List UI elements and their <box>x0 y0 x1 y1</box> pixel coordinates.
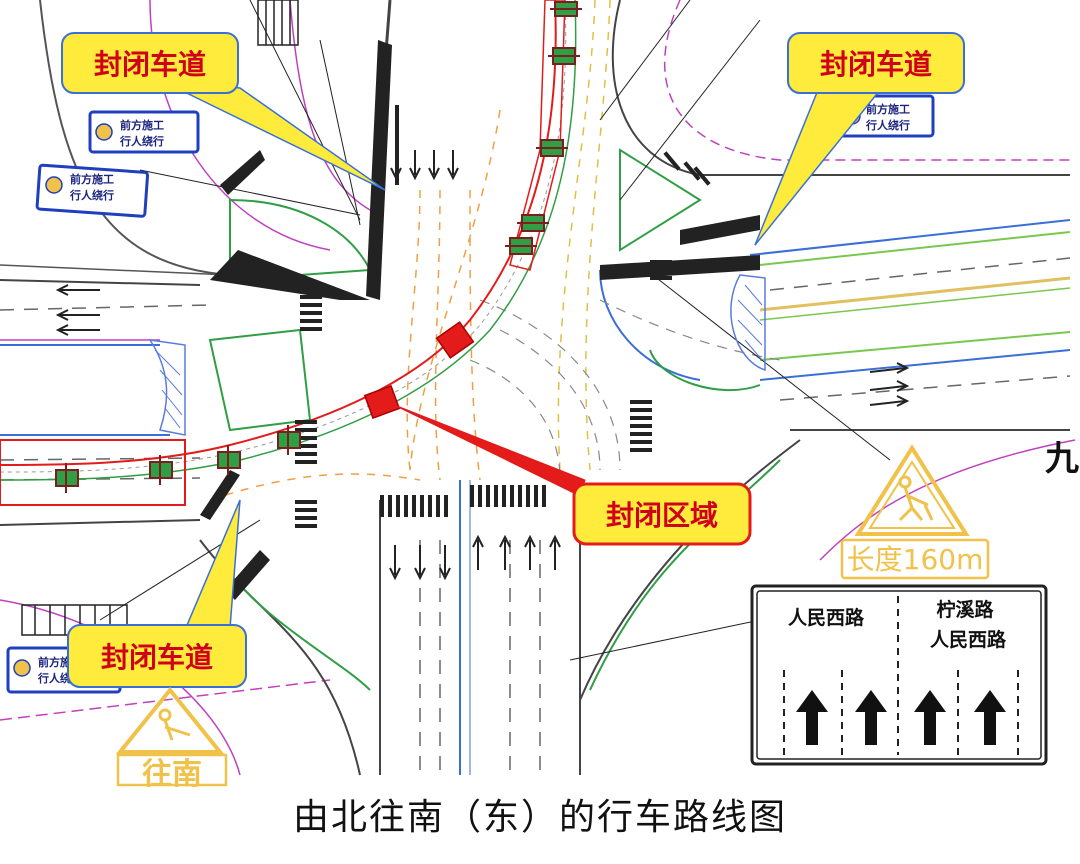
callout-closed-lane-top-right: 封闭车道 <box>787 32 965 94</box>
edge-glyph: 九 <box>1045 439 1079 479</box>
road-plan <box>0 0 1076 776</box>
callout-closed-lane-bottom-left: 封闭车道 <box>67 624 247 688</box>
callout-label: 封闭车道 <box>820 48 932 81</box>
notice-line1: 前方施工 <box>866 102 910 116</box>
callout-closed-area: 封闭区域 <box>572 482 752 546</box>
partial-label: 往南 <box>142 757 202 792</box>
callout-pointers <box>159 79 882 631</box>
notice-sign: 前方施工 行人绕行 <box>35 163 150 218</box>
closure-block <box>435 321 475 359</box>
callout-closed-lane-top-left: 封闭车道 <box>61 32 239 94</box>
closure-blocks <box>363 321 475 420</box>
length-label: 长度160m <box>847 543 984 576</box>
callout-label: 封闭区域 <box>606 499 718 532</box>
route-board: 人民西路 柠溪路 人民西路 <box>750 584 1048 766</box>
construction-warning-sign: 长度160m <box>840 444 990 580</box>
notice-line2: 行人绕行 <box>119 134 164 148</box>
notice-line2: 行人绕行 <box>69 188 114 202</box>
tram-markers <box>55 1 582 493</box>
notice-line1: 前方施工 <box>120 118 164 132</box>
notice-sign: 前方施工 行人绕行 <box>88 110 200 154</box>
notice-line1: 前方施工 <box>70 172 114 186</box>
up-arrow-icon <box>796 690 1006 745</box>
closure-block <box>363 384 401 420</box>
board-left-road: 人民西路 <box>788 606 865 629</box>
notice-line2: 行人绕行 <box>865 118 910 132</box>
worker-icon <box>898 475 934 522</box>
board-right-road-bottom: 人民西路 <box>930 628 1007 651</box>
construction-warning-sign-partial: 往南 <box>115 686 228 792</box>
callout-label: 封闭车道 <box>94 48 206 81</box>
diagram-caption: 由北往南（东）的行车路线图 <box>292 797 787 838</box>
board-right-road-top: 柠溪路 <box>936 598 994 621</box>
callout-label: 封闭车道 <box>101 641 213 674</box>
